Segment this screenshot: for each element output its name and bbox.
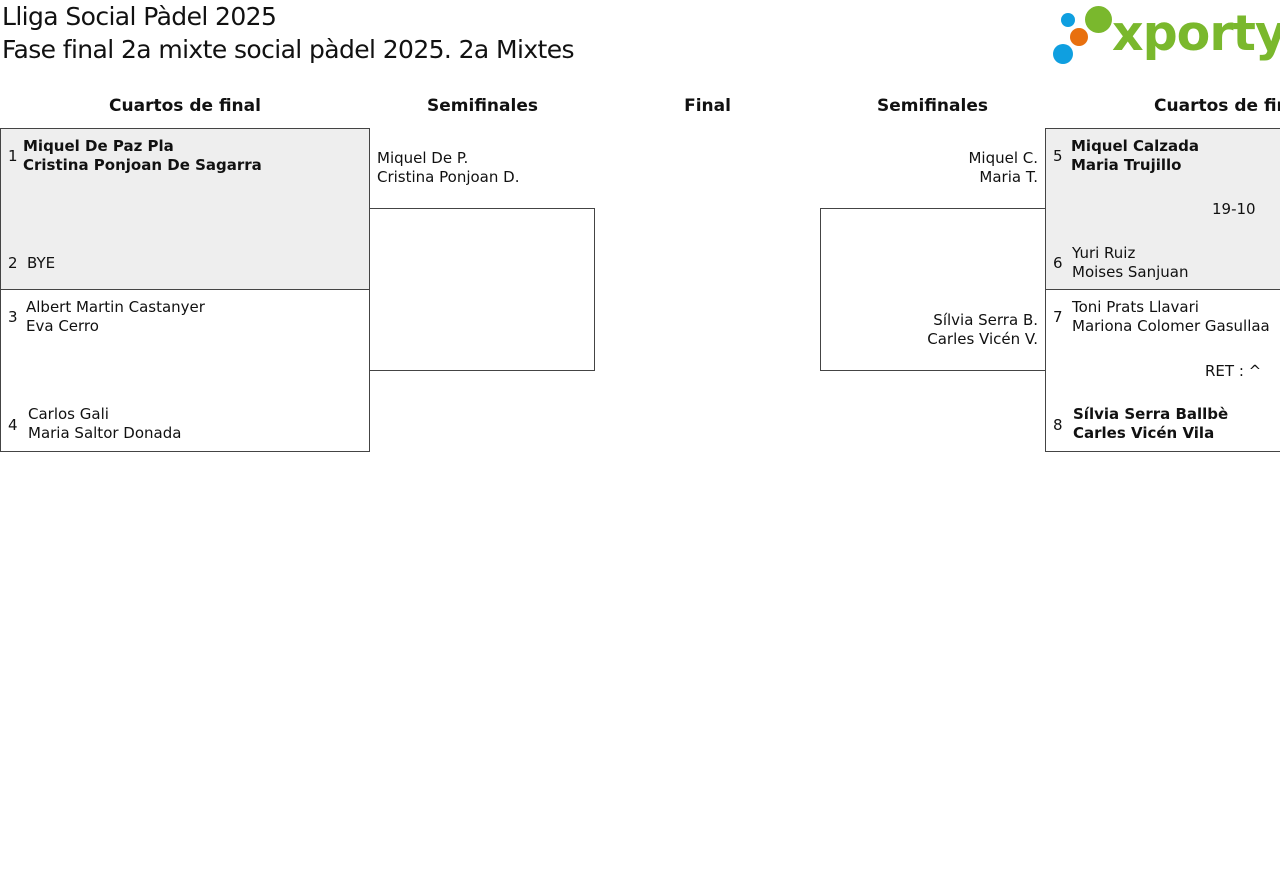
seed-number: 4 bbox=[8, 416, 18, 434]
right-qf-match-1: 5 Miquel Calzada Maria Trujillo 19-10 6 … bbox=[1045, 128, 1280, 290]
logo-dot-orange bbox=[1070, 28, 1088, 46]
right-sf-team-bottom: Sílvia Serra B. Carles Vicén V. bbox=[821, 311, 1038, 349]
player-name: Toni Prats Llavari bbox=[1072, 298, 1199, 316]
round-header-final: Final bbox=[684, 96, 731, 116]
seed-number: 1 bbox=[8, 147, 18, 165]
right-qf-match-2: 7 Toni Prats Llavari Mariona Colomer Gas… bbox=[1045, 289, 1280, 452]
page-subtitle: Fase final 2a mixte social pàdel 2025. 2… bbox=[2, 35, 575, 64]
seed-number: 7 bbox=[1053, 308, 1063, 326]
player-name: Carles Vicén Vila bbox=[1073, 424, 1215, 442]
logo-dot-blue-small bbox=[1061, 13, 1075, 27]
team-entry: Toni Prats Llavari Mariona Colomer Gasul… bbox=[1072, 298, 1270, 336]
player-name: Carlos Gali bbox=[28, 405, 109, 423]
match-score: RET : ^ bbox=[1205, 362, 1262, 380]
left-qf-match-1: 1 Miquel De Paz Pla Cristina Ponjoan De … bbox=[0, 128, 370, 290]
player-name: Miquel Calzada bbox=[1071, 137, 1200, 155]
seed-number: 2 bbox=[8, 254, 18, 272]
match-score: 19-10 bbox=[1212, 200, 1256, 218]
round-header-left-quarterfinals: Cuartos de final bbox=[109, 96, 261, 116]
left-sf-team-top: Miquel De P. Cristina Ponjoan D. bbox=[377, 149, 519, 187]
left-sf-match-box bbox=[369, 208, 595, 371]
seed-number: 5 bbox=[1053, 147, 1063, 165]
logo-dot-blue-large bbox=[1053, 44, 1073, 64]
player-name: Miquel De P. bbox=[377, 149, 469, 167]
team-entry: Sílvia Serra Ballbè Carles Vicén Vila bbox=[1073, 405, 1228, 443]
round-header-right-quarterfinals: Cuartos de final bbox=[1154, 96, 1280, 116]
team-entry: Miquel Calzada Maria Trujillo bbox=[1071, 137, 1199, 175]
player-name: Maria T. bbox=[979, 168, 1038, 186]
page-title: Lliga Social Pàdel 2025 bbox=[2, 2, 277, 31]
player-name: Maria Trujillo bbox=[1071, 156, 1182, 174]
round-header-left-semifinals: Semifinales bbox=[427, 96, 538, 116]
player-name: Cristina Ponjoan De Sagarra bbox=[23, 156, 262, 174]
player-name: Sílvia Serra Ballbè bbox=[1073, 405, 1229, 423]
player-name: Carles Vicén V. bbox=[927, 330, 1038, 348]
player-name: Moises Sanjuan bbox=[1072, 263, 1189, 281]
player-name: Miquel De Paz Pla bbox=[23, 137, 174, 155]
seed-number: 3 bbox=[8, 308, 18, 326]
team-entry: Yuri Ruiz Moises Sanjuan bbox=[1072, 244, 1189, 282]
team-entry: BYE bbox=[27, 254, 55, 273]
right-sf-match-box: Sílvia Serra B. Carles Vicén V. bbox=[820, 208, 1046, 371]
player-name: Miquel C. bbox=[968, 149, 1038, 167]
left-qf-match-2: 3 Albert Martin Castanyer Eva Cerro 4 Ca… bbox=[0, 289, 370, 452]
xporty-logo: xporty bbox=[1050, 4, 1280, 68]
seed-number: 6 bbox=[1053, 254, 1063, 272]
seed-number: 8 bbox=[1053, 416, 1063, 434]
team-entry: Miquel De Paz Pla Cristina Ponjoan De Sa… bbox=[23, 137, 262, 175]
player-name: Eva Cerro bbox=[26, 317, 99, 335]
player-name: Maria Saltor Donada bbox=[28, 424, 182, 442]
player-name: Albert Martin Castanyer bbox=[26, 298, 205, 316]
logo-wordmark: xporty bbox=[1112, 5, 1280, 62]
round-header-right-semifinals: Semifinales bbox=[877, 96, 988, 116]
team-entry: Albert Martin Castanyer Eva Cerro bbox=[26, 298, 205, 336]
player-name: Yuri Ruiz bbox=[1072, 244, 1136, 262]
team-entry: Carlos Gali Maria Saltor Donada bbox=[28, 405, 181, 443]
logo-dot-green bbox=[1085, 6, 1112, 33]
player-name: BYE bbox=[27, 254, 56, 272]
player-name: Mariona Colomer Gasullaa bbox=[1072, 317, 1270, 335]
right-sf-team-top: Miquel C. Maria T. bbox=[822, 149, 1038, 187]
player-name: Cristina Ponjoan D. bbox=[377, 168, 520, 186]
player-name: Sílvia Serra B. bbox=[933, 311, 1038, 329]
